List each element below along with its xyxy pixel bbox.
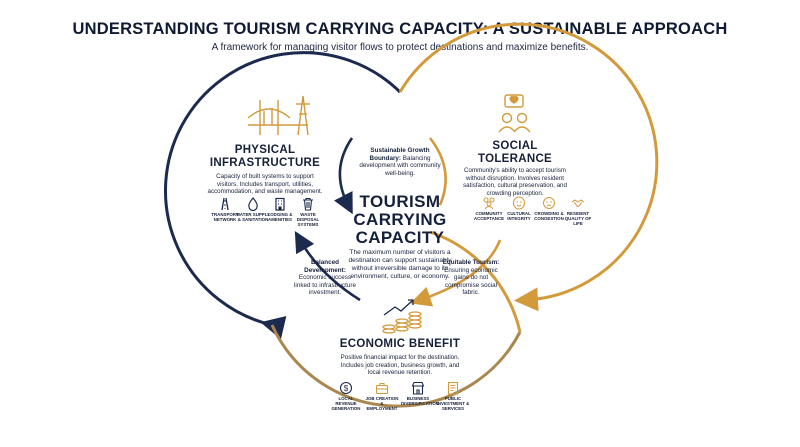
center-title-line-3: CAPACITY bbox=[355, 228, 445, 247]
coins-growth-arrow-icon bbox=[382, 299, 422, 334]
physical-title-line-2: INFRASTRUCTURE bbox=[209, 157, 321, 169]
social-description: Community's ability to accept tourism wi… bbox=[463, 167, 567, 197]
overlap-balanced-body: Economic success linked to infrastructur… bbox=[294, 274, 356, 297]
bridge-and-pylon-icon bbox=[247, 95, 310, 136]
physical-description: Capacity of built systems to support vis… bbox=[207, 173, 323, 196]
crowd-face-icon bbox=[542, 196, 556, 215]
inner-arc-right bbox=[428, 137, 447, 206]
center-title-line-1: TOURISM bbox=[359, 192, 441, 211]
storefront-icon bbox=[411, 381, 425, 400]
item-label: CULTURAL INTEGRITY bbox=[507, 211, 531, 222]
center-description: The maximum number of visitors a destina… bbox=[348, 249, 452, 280]
overlap-balanced-bold: Balanced Development: bbox=[304, 259, 346, 274]
economic-description: Positive financial impact for the destin… bbox=[340, 354, 460, 377]
social-title-line-1: SOCIAL bbox=[492, 140, 538, 152]
item-label: CROWDING & CONGESTION bbox=[534, 211, 564, 222]
community-icon bbox=[482, 196, 496, 215]
road-icon bbox=[218, 197, 232, 216]
inner-arc-bottom-right bbox=[410, 239, 502, 307]
social-title: SOCIAL TOLERANCE bbox=[465, 140, 565, 166]
hotel-building-icon bbox=[273, 197, 287, 216]
item-label: WASTE DISPOSAL SYSTEMS bbox=[296, 212, 320, 228]
overlap-equitable-bold: Equitable Tourism: bbox=[442, 259, 500, 266]
overlap-equitable-body: Ensuring economic gains do not compromis… bbox=[444, 266, 498, 297]
page-subtitle: A framework for managing visitor flows t… bbox=[211, 42, 589, 53]
item-label: JOB CREATION & EMPLOYMENT bbox=[365, 396, 399, 412]
overlap-growth-bold: Sustainable Growth Boundary: bbox=[369, 147, 430, 162]
inner-arc-bottom-left bbox=[294, 230, 361, 302]
physical-title: PHYSICAL INFRASTRUCTURE bbox=[205, 144, 325, 170]
item-label: WATER SUPPLY & SANITATION bbox=[236, 212, 270, 223]
overlap-balanced-text: Balanced Development: Economic success l… bbox=[294, 259, 356, 297]
briefcase-icon bbox=[375, 381, 389, 400]
trash-bin-icon bbox=[301, 197, 315, 216]
handshake-icon bbox=[571, 196, 585, 215]
item-label: LODGING & AMENITIES bbox=[267, 212, 293, 223]
item-label: COMMUNITY ACCEPTANCE bbox=[473, 211, 505, 222]
water-drop-icon bbox=[246, 197, 260, 216]
page-title: UNDERSTANDING TOURISM CARRYING CAPACITY:… bbox=[72, 20, 728, 38]
overlap-growth-body: Balancing development with community wel… bbox=[359, 154, 441, 177]
item-label: BUSINESS DIVERSIFICATION bbox=[401, 396, 439, 407]
center-title-line-2: CARRYING bbox=[353, 210, 447, 229]
physical-infrastructure-circle bbox=[163, 51, 402, 340]
economic-benefit-circle bbox=[270, 230, 522, 408]
dollar-coin-icon: $ bbox=[339, 381, 353, 400]
overlap-growth-text: Sustainable Growth Boundary: Balancing d… bbox=[355, 147, 445, 177]
svg-text:$: $ bbox=[344, 384, 349, 393]
inner-arc-left bbox=[333, 137, 354, 215]
overlap-equitable-text: Equitable Tourism: Ensuring economic gai… bbox=[438, 259, 504, 297]
item-label: TRANSPORT NETWORK bbox=[211, 212, 239, 223]
center-title: TOURISM CARRYING CAPACITY bbox=[335, 193, 465, 247]
social-tolerance-circle bbox=[398, 22, 659, 312]
item-label: LOCAL REVENUE GENERATION bbox=[331, 396, 361, 412]
culture-mask-icon bbox=[512, 196, 526, 215]
social-title-line-2: TOLERANCE bbox=[477, 153, 553, 165]
people-heart-speech-icon bbox=[498, 94, 531, 133]
physical-title-line-1: PHYSICAL bbox=[234, 144, 296, 156]
item-label: RESIDENT QUALITY OF LIFE bbox=[564, 211, 592, 227]
item-label: PUBLIC INVESTMENT & SERVICES bbox=[436, 396, 470, 412]
economic-title: ECONOMIC BENEFIT bbox=[339, 338, 461, 350]
document-icon bbox=[446, 381, 460, 400]
